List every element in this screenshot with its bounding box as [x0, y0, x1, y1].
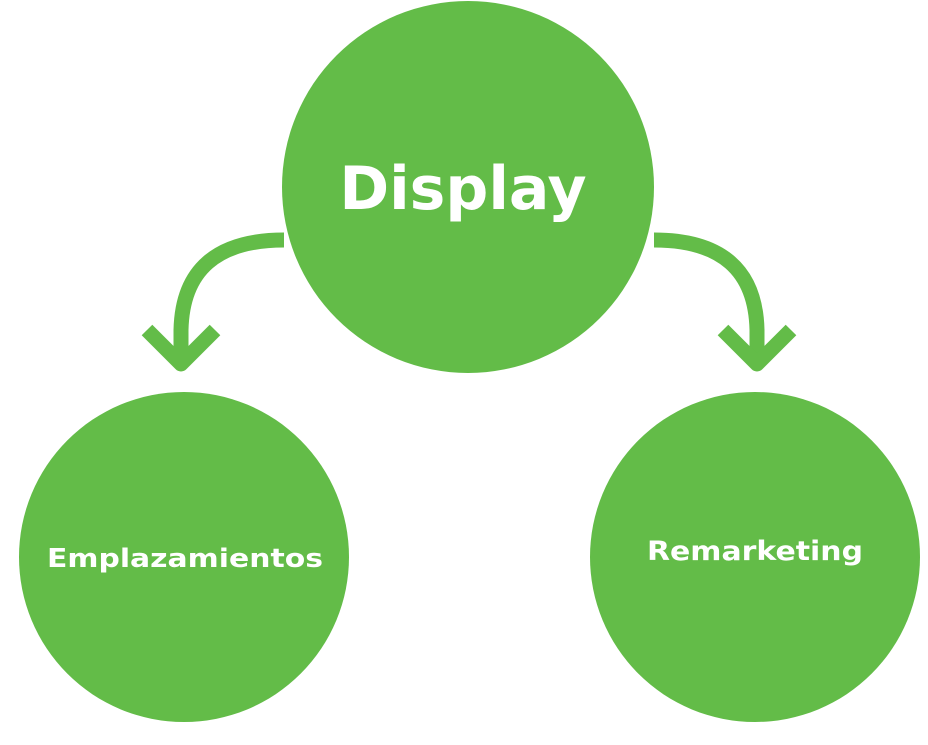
arrow-left-shaft	[173, 232, 285, 362]
node-emplazamientos: Emplazamientos	[19, 392, 349, 722]
arrow-right-shaft	[653, 232, 765, 362]
node-remarketing: Remarketing	[590, 392, 920, 722]
arrow-left-head	[141, 324, 221, 372]
node-display: Display	[282, 1, 654, 373]
node-remarketing-label: Remarketing	[647, 536, 863, 567]
curved-arrow-down-right-icon	[653, 232, 797, 372]
node-emplazamientos-label: Emplazamientos	[47, 544, 323, 574]
arrow-right-head	[717, 324, 797, 372]
node-remarketing-circle	[590, 392, 920, 722]
node-emplazamientos-circle	[19, 392, 349, 722]
node-display-circle	[282, 1, 654, 373]
node-display-label: Display	[339, 154, 586, 224]
curved-arrow-down-left-icon	[141, 232, 285, 372]
